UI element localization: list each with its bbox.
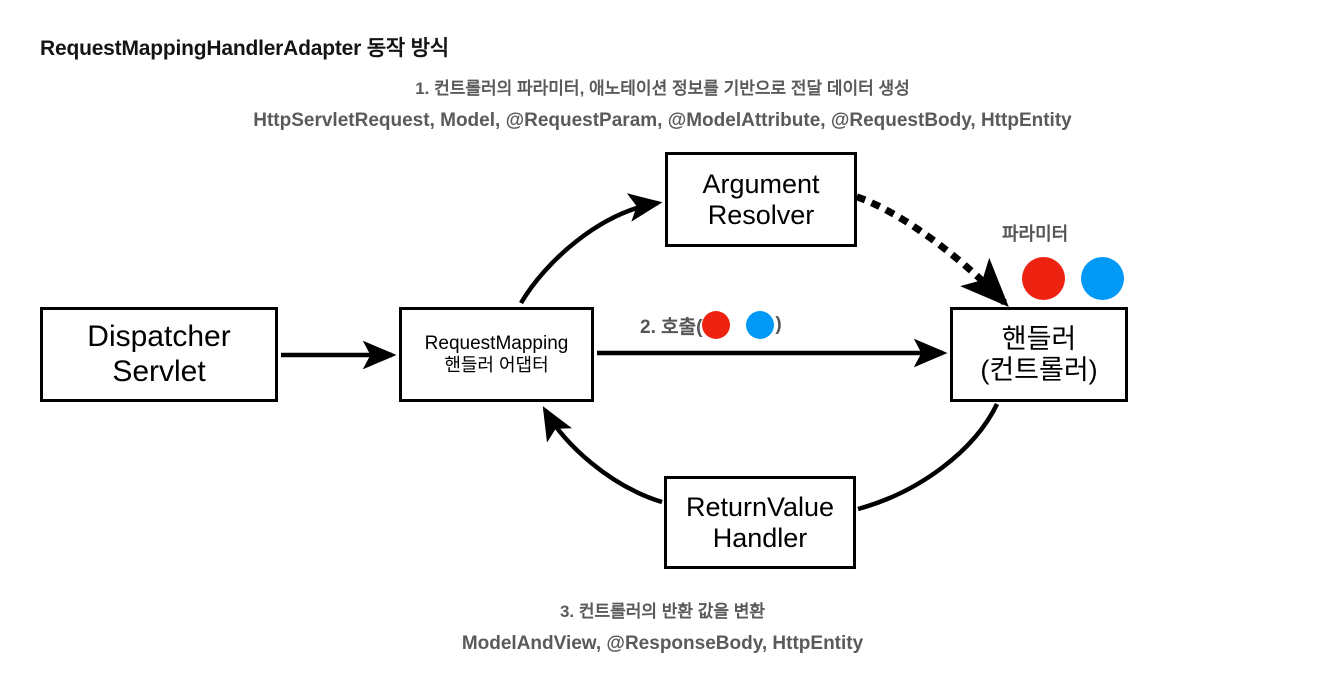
parameter-dots-group xyxy=(1022,257,1124,300)
node-return-value-handler-line-2: Handler xyxy=(712,522,808,553)
node-argument-resolver-line-2: Resolver xyxy=(707,199,815,230)
call-label-prefix: 2. 호출( xyxy=(640,316,703,338)
edge-handler-to-return-value-handler xyxy=(857,403,1000,512)
node-argument-resolver-line-1: Argument xyxy=(702,168,820,199)
node-dispatcher-servlet-line-2: Servlet xyxy=(112,354,206,388)
edge-return-value-handler-to-adapter xyxy=(542,406,663,505)
red-parameter-circle-icon xyxy=(1022,257,1065,300)
blue-parameter-circle-icon xyxy=(1081,257,1124,300)
bottom-note-line-1: 3. 컨트롤러의 반환 값을 변환 xyxy=(559,602,766,621)
page-title: RequestMappingHandlerAdapter 동작 방식 xyxy=(40,37,449,60)
node-handler-controller-line-2: (컨트롤러) xyxy=(980,354,1098,385)
node-handler-controller-line-1: 핸들러 xyxy=(1001,323,1077,354)
node-return-value-handler[interactable]: ReturnValue Handler xyxy=(664,476,856,569)
node-dispatcher-servlet[interactable]: Dispatcher Servlet xyxy=(40,307,278,402)
bottom-note-line-2: ModelAndView, @ResponseBody, HttpEntity xyxy=(461,633,864,654)
edge-adapter-to-argument-resolver xyxy=(519,193,663,305)
top-note-line-1: 1. 컨트롤러의 파라미터, 애노테이션 정보를 기반으로 전달 데이터 생성 xyxy=(415,79,910,98)
node-return-value-handler-line-1: ReturnValue xyxy=(685,491,835,522)
node-request-mapping-handler-adapter-line-1: RequestMapping xyxy=(424,333,569,355)
node-argument-resolver[interactable]: Argument Resolver xyxy=(665,152,857,247)
parameter-label: 파라미터 xyxy=(1002,224,1069,244)
node-request-mapping-handler-adapter[interactable]: RequestMapping 핸들러 어댑터 xyxy=(399,307,594,402)
call-label-suffix: ) xyxy=(775,314,782,335)
node-handler-controller[interactable]: 핸들러 (컨트롤러) xyxy=(950,307,1128,402)
top-note-line-2: HttpServletRequest, Model, @RequestParam… xyxy=(253,110,1072,131)
edge-argument-resolver-to-handler xyxy=(855,193,1009,308)
call-label: 2. 호출( ) xyxy=(640,311,783,339)
node-request-mapping-handler-adapter-line-2: 핸들러 어댑터 xyxy=(444,355,549,376)
red-parameter-dot-icon xyxy=(702,311,731,339)
node-dispatcher-servlet-line-1: Dispatcher xyxy=(87,320,231,354)
blue-parameter-dot-icon xyxy=(746,311,775,339)
